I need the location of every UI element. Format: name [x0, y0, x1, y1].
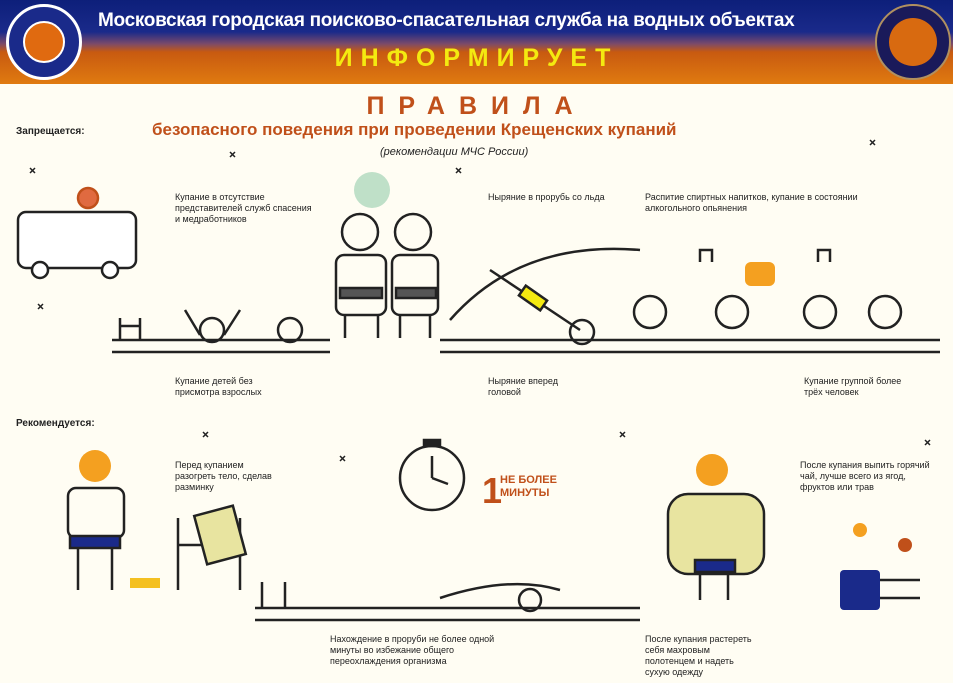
header-title: Московская городская поисково-спасательн… — [98, 10, 795, 31]
forbidden-heading: Запрещается: — [16, 126, 85, 137]
tea-cup-icon — [840, 523, 920, 610]
poster-note: (рекомендации МЧС России) — [380, 146, 529, 158]
children-figures — [183, 309, 304, 344]
department-logo — [6, 4, 82, 80]
caption-no-rescuers: Купание в отсутствие представителей служ… — [175, 192, 312, 224]
warmup-figure — [66, 450, 160, 590]
timer-number: 1 — [482, 470, 503, 511]
towel-figure — [666, 454, 766, 600]
header-banner: Московская городская поисково-спасательн… — [0, 0, 953, 84]
caption-warmup: Перед купанием разогреть тело, сделав ра… — [175, 460, 272, 492]
caption-ice-diving: Ныряние в прорубь со льда — [488, 192, 605, 202]
stopwatch-icon — [398, 438, 466, 512]
caption-hot-tea: После купания выпить горячий чай, лучше … — [800, 460, 930, 492]
pool-icon — [112, 318, 330, 354]
caption-children: Купание детей без присмотра взрослых — [175, 376, 262, 397]
caption-towel: После купания растереть себя махровым по… — [645, 634, 752, 677]
group-figures — [632, 262, 903, 330]
ice-hole-swimmer — [255, 582, 640, 622]
men-figures — [334, 172, 440, 338]
diver-figure — [489, 268, 596, 346]
poster-subtitle: безопасного поведения при проведении Кре… — [152, 120, 677, 139]
ice-hole-pool — [440, 247, 940, 354]
ambulance-icon — [16, 186, 138, 280]
snowflake-icons — [29, 139, 931, 462]
music-note-icons — [698, 248, 832, 262]
caption-group: Купание группой более трёх человек — [804, 376, 902, 397]
poster-title: ПРАВИЛА — [366, 92, 587, 120]
rescue-service-emblem — [875, 4, 951, 80]
header-subtitle: ИНФОРМИРУЕТ — [334, 44, 619, 72]
recommended-heading: Рекомендуется: — [16, 418, 95, 429]
bench-icon — [176, 504, 248, 590]
caption-one-minute: Нахождение в проруби не более одной мину… — [330, 634, 495, 666]
caption-head-first: Ныряние вперед головой — [488, 376, 558, 397]
timer-text: НЕ БОЛЕЕ МИНУТЫ — [500, 474, 557, 499]
caption-alcohol: Распитие спиртных напитков, купание в со… — [645, 192, 858, 213]
